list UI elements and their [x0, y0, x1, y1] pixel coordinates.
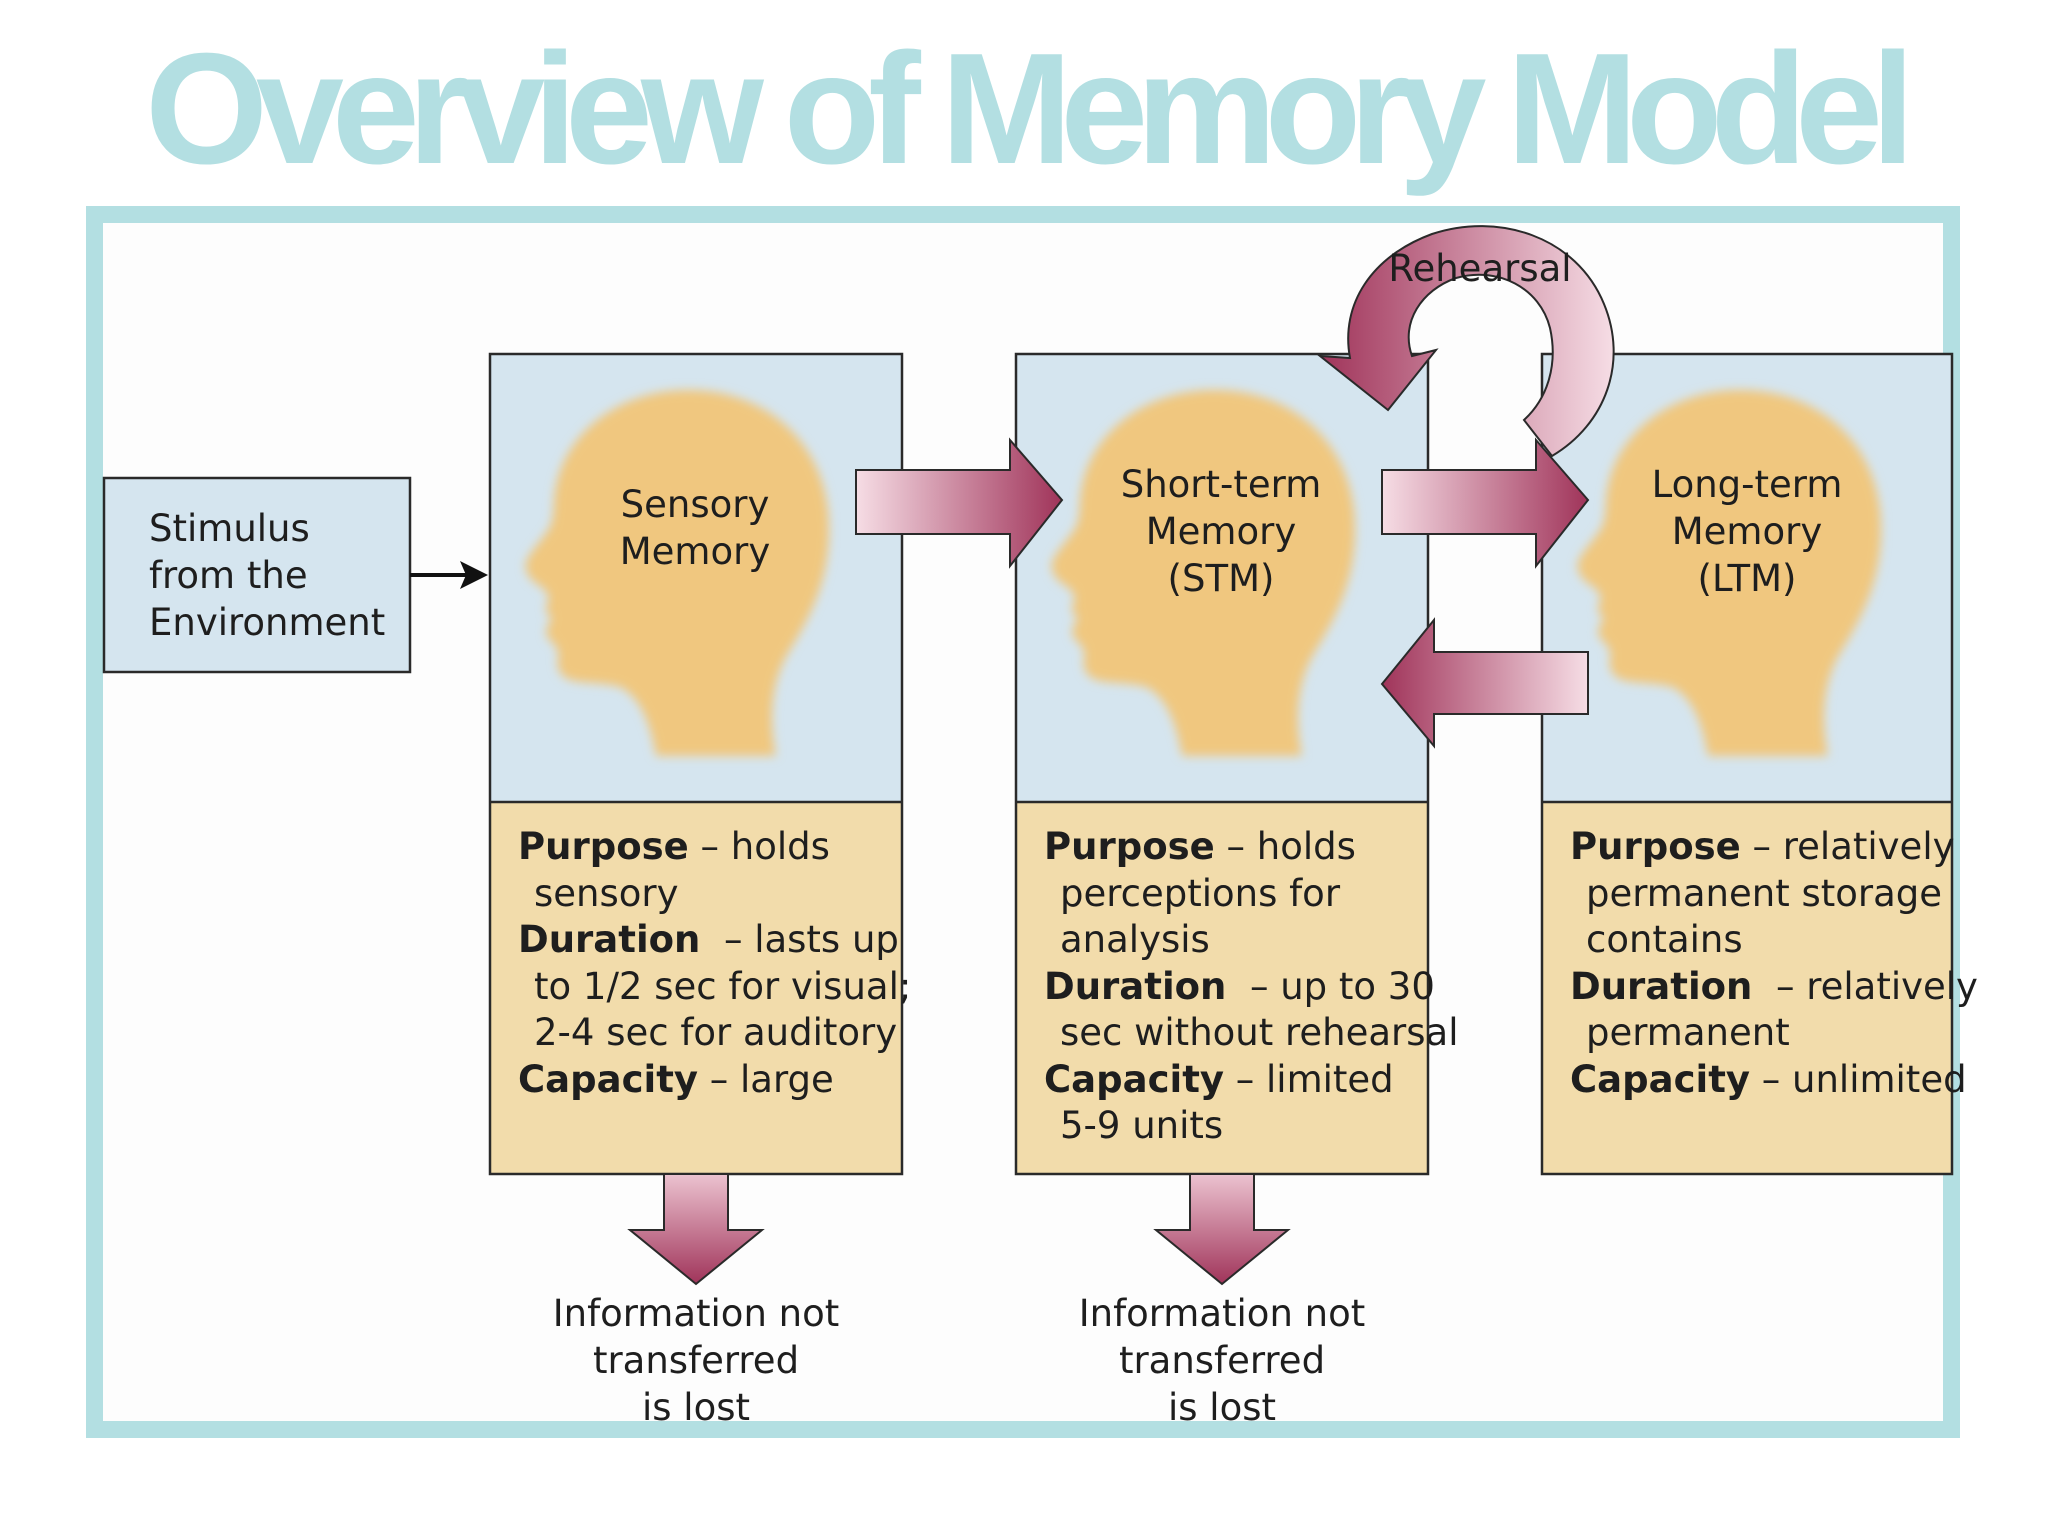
sensory-memory-panel [488, 352, 904, 1176]
stimulus-box [102, 476, 412, 674]
rehearsal-loop-arrow [1316, 225, 1615, 458]
rehearsal-label: Rehearsal [1388, 247, 1572, 290]
duration-label: Duration [518, 918, 701, 961]
arrow-ltm-to-stm [1380, 617, 1589, 749]
stm-title: Short-term Memory (STM) [1120, 463, 1322, 600]
duration-label: Duration [1570, 964, 1753, 1008]
capacity-label: Capacity [1570, 1057, 1750, 1101]
slide-title: Overview of Memory Model [145, 21, 1915, 197]
purpose-label: Purpose [518, 825, 689, 868]
long-term-memory-panel [1540, 352, 1954, 1176]
sensory-memory-details: Purpose – holds sensory Duration – lasts… [518, 825, 912, 1101]
stimulus-label: Stimulus from the Environment [149, 507, 386, 644]
arrow-sensory-to-stm [855, 437, 1064, 569]
capacity-label: Capacity [1044, 1057, 1224, 1101]
stm-details: Purpose – holds perceptions for analysis… [1044, 825, 1459, 1147]
sensory-loss-arrow [627, 1173, 765, 1286]
purpose-label: Purpose [1570, 825, 1741, 868]
sensory-loss-caption: Information not transferred is lost [552, 1292, 840, 1429]
stm-loss-caption: Information not transferred is lost [1078, 1292, 1366, 1429]
capacity-label: Capacity [518, 1057, 698, 1101]
sensory-memory-title: Sensory Memory [619, 483, 771, 573]
arrow-stm-to-ltm [1381, 437, 1590, 569]
stm-loss-arrow [1153, 1173, 1291, 1286]
stimulus-arrowhead [460, 561, 488, 589]
purpose-label: Purpose [1044, 825, 1215, 868]
ltm-title: Long-term Memory (LTM) [1651, 463, 1843, 600]
short-term-memory-panel [1014, 352, 1430, 1176]
duration-label: Duration [1044, 964, 1227, 1008]
ltm-details: Purpose – relatively permanent storage c… [1570, 825, 1978, 1101]
